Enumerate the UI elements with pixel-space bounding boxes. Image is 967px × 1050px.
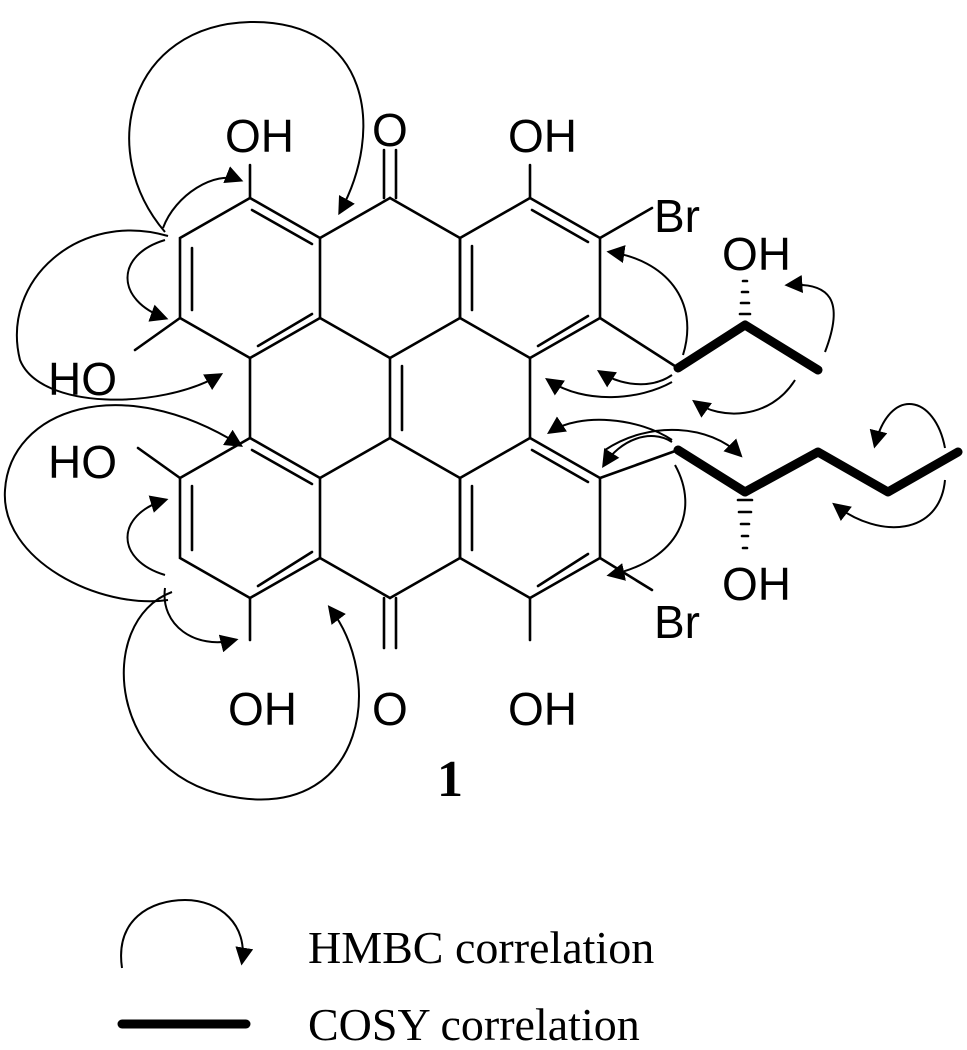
legend-cosy-label: COSY correlation (308, 999, 640, 1050)
hmbc-arrow (162, 166, 244, 229)
ring-lower-left (178, 436, 322, 600)
hmbc-arrow (547, 416, 673, 441)
label-o-bottom: O (372, 683, 408, 735)
label-o-top: O (372, 104, 408, 156)
hmbc-arrow (606, 245, 689, 356)
hmbc-arrow (163, 587, 239, 653)
hmbc-arrow (784, 275, 835, 353)
label-oh-side-top: OH (722, 228, 791, 280)
label-oh-bottom-right: OH (508, 683, 577, 735)
hmbc-arrow (596, 370, 673, 388)
hmbc-arrow (692, 379, 796, 418)
label-oh-bottom-left: OH (228, 683, 297, 735)
hash-bond-upper (738, 279, 752, 316)
atom-labels: OH O OH Br OH HO HO OH Br OH O OH (48, 104, 791, 735)
ring-lower-right (458, 436, 602, 600)
hmbc-arrow (15, 229, 224, 401)
hmbc-arrow (122, 591, 360, 801)
label-br-bottom: Br (654, 596, 700, 648)
hmbc-arrow (3, 404, 244, 603)
hmbc-arrow (128, 20, 365, 233)
legend-hmbc-label: HMBC correlation (308, 922, 654, 973)
hmbc-arrow (545, 377, 673, 399)
label-ho-left-lower: HO (48, 436, 117, 488)
label-oh-top-left: OH (225, 110, 294, 162)
cosy-bond-lower-chain (673, 445, 963, 497)
label-ho-left-upper: HO (48, 353, 117, 405)
hmbc-arrow (126, 239, 169, 322)
hmbc-arrows (3, 20, 946, 801)
hmbc-arrow (126, 495, 169, 576)
hmbc-arrow (604, 428, 743, 458)
molecule-skeleton (133, 148, 754, 650)
legend-hmbc-arrow-icon (120, 898, 254, 969)
label-br-top: Br (654, 190, 700, 242)
label-oh-side-bottom: OH (722, 558, 791, 610)
label-oh-top-right: OH (508, 110, 577, 162)
hash-bond-lower (736, 498, 754, 550)
ring-upper-right (458, 196, 602, 360)
legend: HMBC correlation COSY correlation (117, 898, 654, 1050)
cosy-bonds (673, 320, 963, 497)
compound-number: 1 (437, 751, 463, 808)
ring-upper-left (178, 196, 322, 360)
hmbc-arrow (606, 464, 687, 581)
hmbc-arrow (832, 479, 946, 529)
hmbc-arrow (602, 435, 673, 469)
hmbc-arrow (869, 403, 946, 449)
cosy-bond-upper-chain (673, 320, 823, 375)
